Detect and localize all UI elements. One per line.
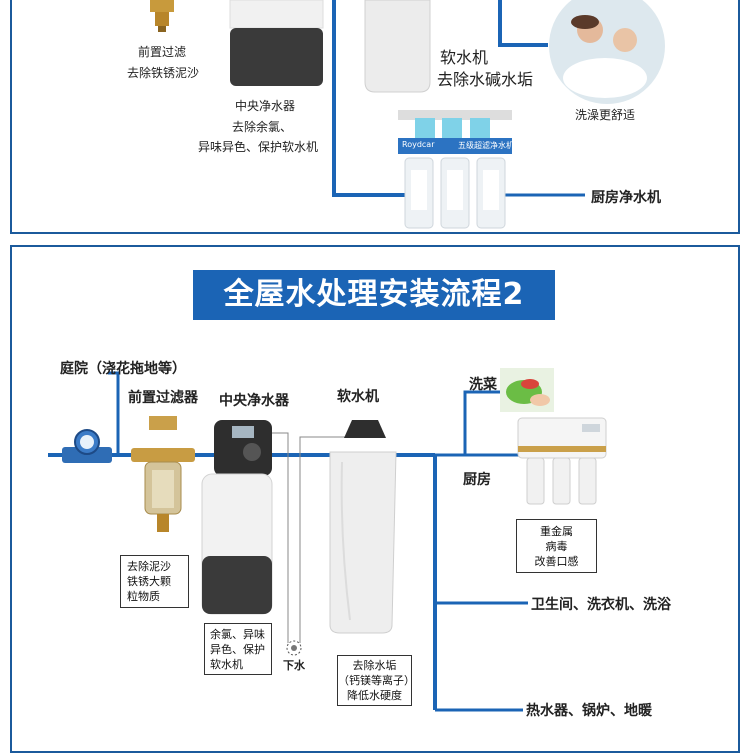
- softener-info-line: 去除水垢: [352, 659, 397, 672]
- drain-label: 下水: [283, 659, 305, 672]
- prefilter-info-box: 去除泥沙 铁锈大颗 粒物质: [120, 555, 189, 608]
- bathroom-label: 卫生间、洗衣机、洗浴: [531, 597, 671, 613]
- central-info-line: 异色、保护: [210, 643, 265, 656]
- top-prefilter-image: [150, 0, 174, 32]
- top-kitchen-label: 厨房净水机: [591, 190, 661, 206]
- central-info-line: 余氯、异味: [210, 628, 265, 641]
- central-info-box: 余氯、异味 异色、保护 软水机: [204, 623, 272, 675]
- prefilter-label: 前置过滤器: [128, 390, 198, 406]
- heater-label: 热水器、锅炉、地暖: [526, 703, 652, 719]
- softener-info-box: 去除水垢 （钙镁等离子） 降低水硬度: [337, 655, 415, 706]
- top-softener-image: [364, 0, 431, 93]
- kitchen-info-box: 重金属 病毒 改善口感: [516, 519, 597, 573]
- softener-info-line: 降低水硬度: [347, 689, 402, 702]
- top-central-tank-image: [229, 0, 324, 86]
- page-title: 全屋水处理安装流程2: [193, 270, 555, 320]
- veg-pipe: [463, 390, 500, 455]
- top-ro-stage-label: 五级超滤净水机: [458, 141, 514, 150]
- softener-info-line: （钙镁等离子）: [338, 674, 415, 687]
- kitchen-label: 厨房: [463, 472, 491, 488]
- veg-label: 洗菜: [469, 377, 497, 393]
- central-info-line: 软水机: [210, 658, 243, 671]
- top-bath-image: [549, 0, 665, 104]
- top-bath-label: 洗澡更舒适: [575, 108, 636, 122]
- prefilter-info-line: 去除泥沙: [127, 560, 171, 573]
- kitchen-info-line: 病毒: [545, 540, 568, 553]
- top-central-label: 中央净水器: [235, 99, 296, 113]
- central-purifier-label: 中央净水器: [219, 393, 289, 409]
- prefilter-info-line: 铁锈大颗: [127, 575, 171, 588]
- top-softener-label: 软水机: [440, 48, 489, 67]
- top-pipe-kitchen: [332, 0, 408, 197]
- top-central-desc2: 异味异色、保护软水机: [198, 140, 319, 154]
- water-meter-image: [62, 429, 112, 463]
- top-ro-image: [398, 110, 512, 229]
- veg-washing-image: [500, 368, 554, 412]
- prefilter-image: [131, 416, 195, 532]
- yard-pipe: [108, 371, 120, 455]
- kitchen-ro-image: [517, 417, 607, 505]
- softener-image: [329, 420, 397, 634]
- softener-label: 软水机: [337, 389, 379, 405]
- drain-icon: [286, 640, 302, 656]
- bottom-panel: [10, 245, 740, 753]
- top-prefilter-label: 前置过滤: [138, 45, 187, 59]
- central-purifier-image: [201, 420, 273, 615]
- top-central-desc1: 去除余氯、: [232, 120, 293, 134]
- softener-drain-line: [299, 436, 352, 643]
- top-panel: [10, 0, 740, 234]
- top-ro-brand: Roydcar: [402, 140, 435, 149]
- yard-label: 庭院（浇花拖地等）: [60, 361, 186, 377]
- prefilter-info-line: 粒物质: [127, 590, 160, 603]
- kitchen-info-line: 重金属: [540, 525, 573, 538]
- central-drain-line: [270, 432, 289, 643]
- kitchen-info-line: 改善口感: [534, 555, 579, 568]
- top-prefilter-desc: 去除铁锈泥沙: [127, 66, 200, 80]
- top-pipe-softener: [498, 0, 548, 47]
- top-softener-desc: 去除水碱水垢: [437, 70, 534, 89]
